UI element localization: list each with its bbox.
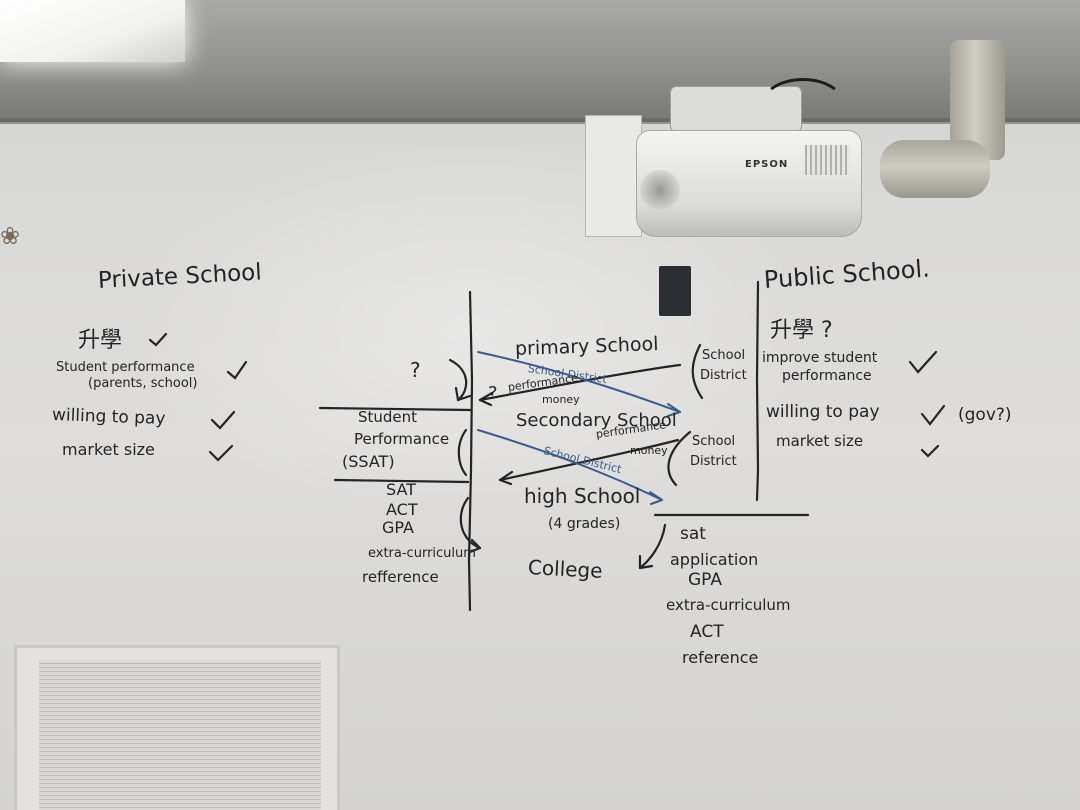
left-sat-label: SAT: [386, 480, 416, 499]
check-private-chinese: [148, 332, 168, 347]
left-horizontal-line-2: [333, 478, 470, 484]
right-sat-label: sat: [680, 524, 706, 544]
right-act-label: ACT: [690, 622, 724, 642]
wall-vent: [14, 645, 340, 810]
pipe-elbow: [880, 140, 990, 198]
blue-district-line-1: [477, 351, 681, 413]
right-application-label: application: [670, 550, 759, 569]
right-district-1-district: District: [700, 368, 747, 383]
left-extra-curriculum-label: extra-curriculum: [368, 546, 476, 561]
projector-vent: [805, 145, 850, 175]
public-item-performance: performance: [782, 368, 872, 384]
check-private-3: [208, 444, 234, 462]
money-label-2: money: [630, 444, 668, 457]
left-performance-label: Performance: [354, 430, 450, 448]
check-private-2: [210, 410, 236, 430]
student-perf-arrow: [457, 428, 468, 477]
secondary-school-label: Secondary School: [516, 410, 677, 431]
high-school-label: high School: [524, 484, 641, 508]
blue-district-head-2: [649, 491, 663, 505]
right-district-2-school: School: [692, 434, 736, 449]
right-gpa-label: GPA: [688, 570, 722, 590]
private-chinese-label: 升學: [78, 328, 123, 353]
projector-mount: [585, 115, 642, 237]
primary-arrow: [448, 358, 468, 402]
blue-district-line-2: [477, 429, 663, 501]
check-public-3: [920, 444, 940, 458]
perf-arrow-head-2: [498, 470, 514, 486]
college-arrow: [638, 523, 667, 570]
projector-brand: EPSON: [745, 159, 789, 170]
projector-cable: [760, 78, 846, 134]
left-gpa-label: GPA: [382, 518, 414, 537]
sticker-icon: ❀: [0, 222, 21, 250]
right-divider-line: [755, 280, 760, 502]
public-chinese-label: 升學 ?: [770, 318, 833, 343]
public-item-market-size: market size: [776, 432, 864, 450]
private-item-willing-to-pay: willing to pay: [51, 405, 166, 429]
right-reference-label: reference: [682, 648, 759, 667]
private-item-student-performance: Student performance: [56, 360, 195, 375]
left-ssat-label: (SSAT): [342, 452, 395, 471]
right-district-2-district: District: [690, 454, 737, 469]
sat-arrow: [459, 496, 482, 550]
perf-arrow-head-1: [478, 391, 494, 407]
ceiling-light: [0, 0, 185, 62]
private-item-market-size: market size: [62, 440, 155, 459]
question-mark-1: ?: [410, 358, 421, 382]
vent-grill: [39, 660, 321, 810]
public-item-gov: (gov?): [958, 405, 1012, 425]
left-student-label: Student: [358, 408, 418, 426]
district-arrow-2: [667, 430, 692, 487]
question-mark-2: ?: [488, 383, 498, 404]
ceiling-edge: [0, 118, 1080, 124]
public-item-improve-student: improve student: [762, 350, 878, 366]
perf-line-1: [478, 363, 682, 402]
public-item-willing-to-pay: willing to pay: [766, 402, 880, 422]
left-refference-label: refference: [362, 568, 439, 586]
projector-lens: [640, 170, 680, 210]
left-divider-line: [467, 290, 474, 612]
check-public-1: [908, 350, 938, 374]
high-school-note: (4 grades): [548, 516, 621, 532]
district-arrow-1: [691, 343, 704, 400]
money-label-1: money: [542, 393, 580, 406]
check-private-1: [226, 360, 248, 380]
college-label: College: [527, 555, 604, 583]
wall-outlet: [659, 266, 691, 316]
check-public-2: [920, 404, 946, 426]
college-arrow-head: [638, 554, 654, 570]
left-act-label: ACT: [386, 500, 418, 519]
primary-arrow-head: [454, 386, 472, 402]
right-district-1-school: School: [702, 348, 746, 363]
private-item-parents-school: (parents, school): [88, 376, 198, 391]
right-extra-curriculum-label: extra-curriculum: [666, 596, 791, 614]
sat-arrow-head: [468, 538, 482, 554]
perf-line-2: [498, 438, 680, 482]
left-horizontal-line: [318, 406, 472, 412]
blue-district-head-1: [667, 403, 681, 417]
